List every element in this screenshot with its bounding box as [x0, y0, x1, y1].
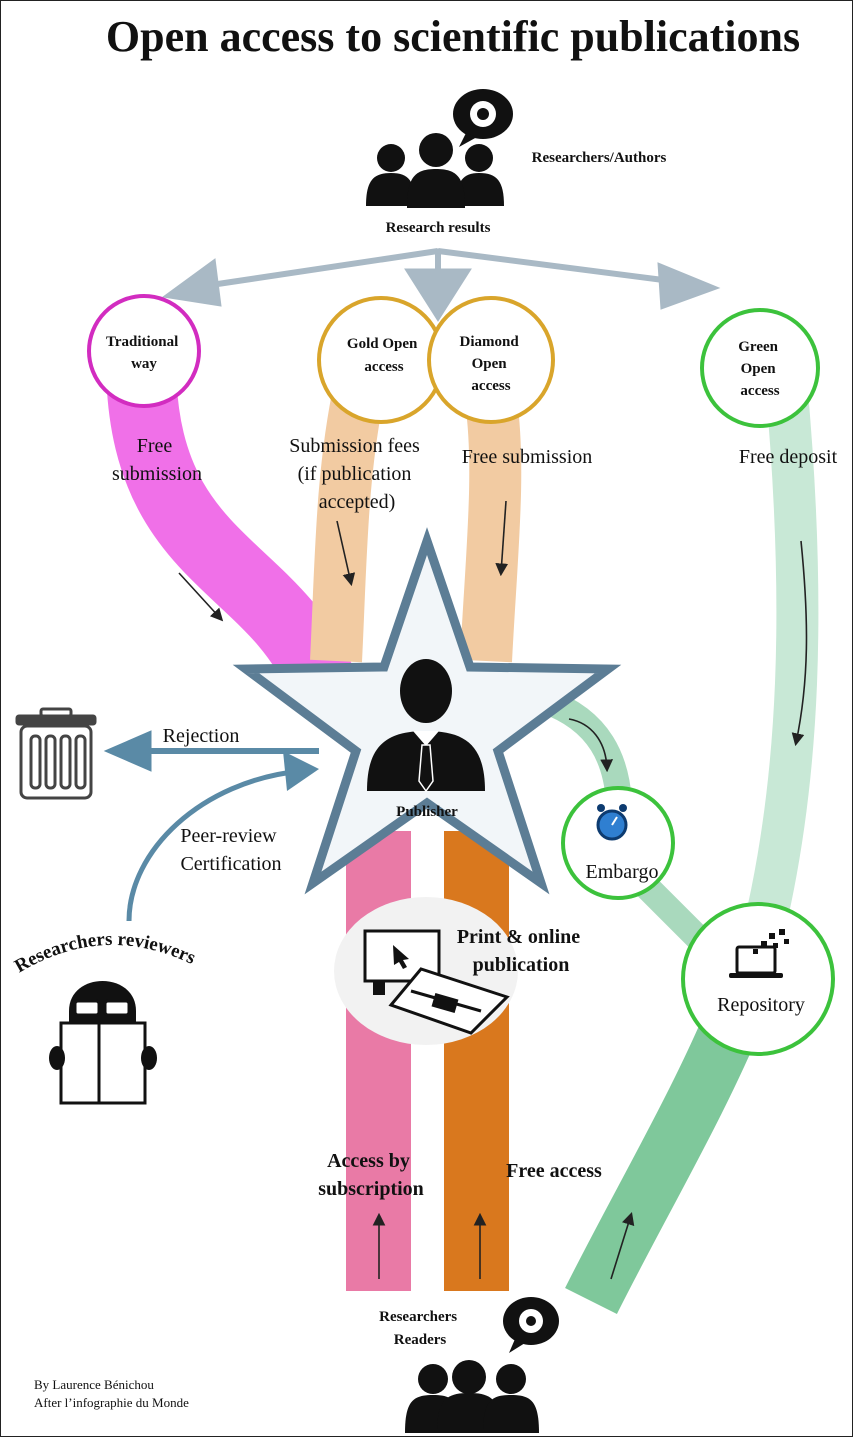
green-open-access-label: Green Open access [738, 339, 781, 399]
access-subscription-label: Access by subscription [318, 1150, 424, 1200]
gold-open-access-label: Gold Open access [347, 336, 421, 375]
trash-bin-icon [15, 707, 97, 800]
computer-newspaper-icon [363, 929, 510, 1035]
rejection-arrow [103, 730, 319, 772]
free-access-label: Free access [506, 1160, 602, 1182]
traditional-way-label: Traditional way [106, 334, 182, 372]
readers-group-icon [405, 1360, 539, 1433]
embargo-circle[interactable] [561, 786, 675, 900]
authors-gear-bubble-icon [453, 89, 513, 147]
green-open-access-circle[interactable] [700, 308, 820, 428]
reviewer-reading-icon [49, 981, 157, 1105]
authors-label: Researchers/Authors [532, 150, 667, 166]
embargo-label: Embargo [586, 861, 659, 883]
flow-direction-arrows [178, 500, 808, 1280]
research-results-label: Research results [386, 220, 491, 236]
print-publication-label: Print & online publication [457, 926, 585, 976]
page-title: Open access to scientific publications [106, 12, 800, 61]
free-deposit-label: Free deposit [739, 446, 838, 468]
publisher-label: Publisher [396, 804, 458, 820]
diamond-open-access-label: Diamond Open access [460, 334, 523, 394]
publisher-icon [367, 659, 485, 793]
repository-laptop-icon [729, 929, 789, 978]
diamond-flow-band [460, 397, 522, 663]
credit-label: By Laurence Bénichou After l’infographie… [34, 1377, 189, 1410]
readers-label: Researchers Readers [379, 1309, 461, 1348]
diamond-free-submission-label: Free submission [462, 446, 593, 468]
repository-circle[interactable] [681, 902, 835, 1056]
rejection-label: Rejection [163, 725, 240, 747]
green-access-band [565, 990, 768, 1314]
green-deposit-band [740, 379, 819, 947]
submission-fees-label: Submission fees (if publication accepted… [289, 435, 425, 513]
peer-review-arrow [126, 768, 302, 922]
diamond-open-access-circle[interactable] [427, 296, 555, 424]
free-access-column [444, 831, 509, 1291]
alarm-clock-icon [596, 804, 628, 841]
repository-label: Repository [717, 994, 805, 1016]
peer-review-arrowhead [283, 751, 319, 791]
gold-flow-band [310, 375, 387, 663]
peer-review-label: Peer-review Certification [180, 825, 281, 875]
distribution-arrows [161, 248, 721, 322]
traditional-free-submission-label: Free submission [112, 435, 202, 485]
authors-group-icon [366, 133, 504, 208]
traditional-way-circle[interactable] [87, 294, 201, 408]
reviewers-label: Researchers reviewers [11, 929, 199, 977]
readers-gear-bubble-icon [503, 1297, 559, 1353]
traditional-flow-band [106, 360, 354, 696]
